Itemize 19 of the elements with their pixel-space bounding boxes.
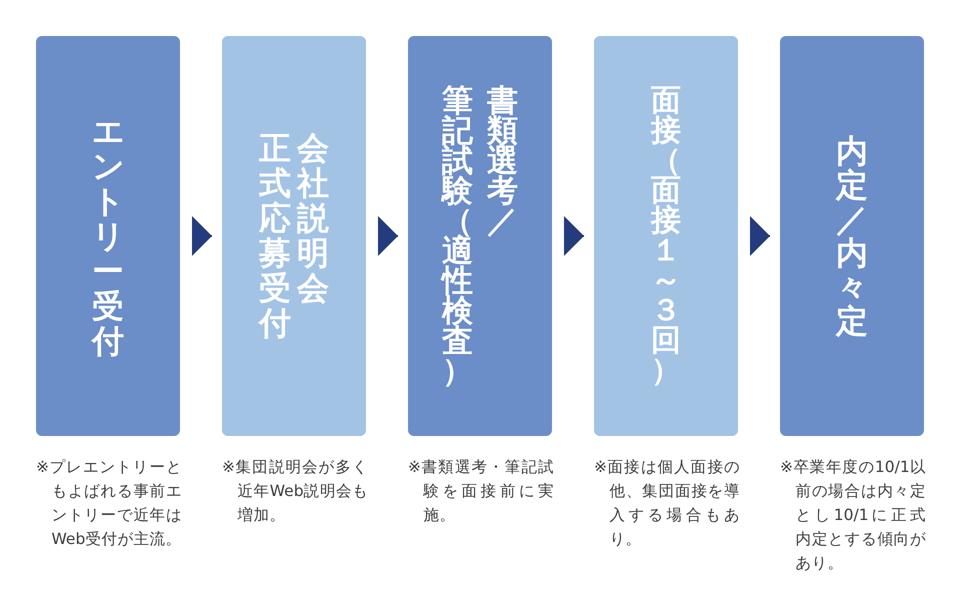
chevron-arrow — [192, 216, 212, 256]
note-text: ※卒業年度の10/1以前の場合は内々定とし10/1に正式内定とする傾向があり。 — [780, 457, 926, 574]
step-label: 会社説明会正式応募受付 — [259, 131, 329, 341]
step-label: 面接（面接１～３回） — [651, 86, 681, 386]
step-box — [594, 36, 738, 436]
step-box — [408, 36, 552, 436]
note-text: ※プレエントリーともよばれる事前エントリーで近年はWeb受付が主流。 — [36, 457, 182, 550]
step-box — [780, 36, 924, 436]
step-box — [36, 36, 180, 436]
note-text: ※書類選考・筆記試験を面接前に実施。 — [408, 457, 554, 526]
chevron-arrow — [750, 216, 770, 256]
step-label: 内定／内々定 — [836, 134, 868, 338]
chevron-arrow — [378, 216, 398, 256]
step-label: 書類選考／筆記試験（適性検査） — [442, 86, 518, 386]
chevron-arrow — [564, 216, 584, 256]
step-label: エントリー受付 — [92, 114, 124, 358]
step-box — [222, 36, 366, 436]
note-text: ※面接は個人面接の他、集団面接を導入する場合もあり。 — [594, 457, 740, 550]
note-text: ※集団説明会が多く近年Web説明会も増加。 — [222, 457, 368, 526]
